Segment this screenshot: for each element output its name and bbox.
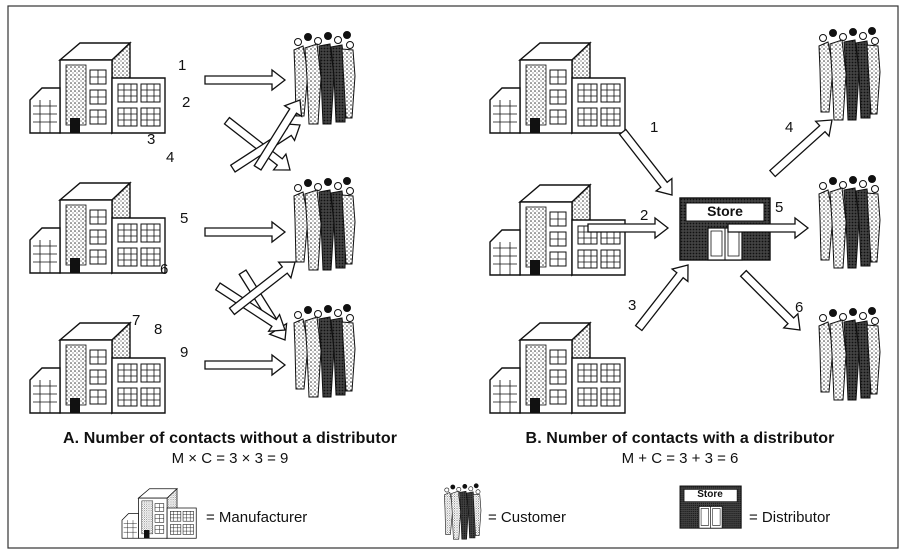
legend-store-sign: Store — [697, 489, 723, 500]
manufacturer-icon — [489, 42, 626, 134]
contact-number: 2 — [182, 94, 190, 111]
contact-number: 4 — [166, 149, 174, 166]
manufacturer-icon — [29, 322, 166, 414]
contact-number: 8 — [154, 321, 162, 338]
legend-manufacturer-label: = Manufacturer — [206, 509, 308, 526]
contact-number: 1 — [650, 119, 658, 136]
customer-icon — [293, 177, 356, 271]
contact-number: 2 — [640, 207, 648, 224]
contact-number: 7 — [132, 312, 140, 329]
store-sign: Store — [707, 203, 743, 219]
legend: Store — [121, 483, 742, 540]
legend-distributor-label: = Distributor — [749, 509, 831, 526]
contact-arrow — [765, 111, 840, 182]
customer-icon — [818, 27, 881, 121]
contact-number: 1 — [178, 57, 186, 74]
panel-b-title: B. Number of contacts with a distributor — [525, 430, 835, 447]
panel-b-formula: M + C = 3 + 3 = 6 — [621, 450, 739, 467]
legend-customer-label: = Customer — [488, 509, 566, 526]
manufacturer-icon — [489, 322, 626, 414]
contact-arrow — [204, 69, 286, 91]
contact-number: 4 — [785, 119, 793, 136]
figure-frame — [7, 5, 899, 549]
manufacturer-icon — [29, 42, 166, 134]
panel-b-diagram: Store 1 2 3 4 5 6 — [489, 27, 881, 414]
contact-number: 6 — [795, 299, 803, 316]
contact-number: 6 — [160, 261, 168, 278]
panel-b-caption: B. Number of contacts with a distributor… — [470, 430, 890, 467]
contact-arrow — [204, 354, 286, 376]
customer-icon — [293, 304, 356, 398]
contact-number: 3 — [147, 131, 155, 148]
panel-a-diagram: 1 2 3 4 5 6 7 8 9 — [29, 31, 356, 414]
contact-arrow — [204, 221, 286, 243]
customer-icon — [293, 31, 356, 125]
panel-a-caption: A. Number of contacts without a distribu… — [20, 430, 440, 467]
legend-customer-icon — [444, 483, 482, 540]
customer-icon — [818, 175, 881, 269]
contact-number: 3 — [628, 297, 636, 314]
customer-icon — [818, 307, 881, 401]
legend-manufacturer-icon — [121, 488, 197, 539]
panel-a-title: A. Number of contacts without a distribu… — [62, 430, 398, 447]
contact-number: 9 — [180, 344, 188, 361]
manufacturer-icon — [29, 182, 166, 274]
contact-number: 5 — [180, 210, 188, 227]
panel-a-formula: M × C = 3 × 3 = 9 — [171, 450, 289, 467]
contact-number: 5 — [775, 199, 783, 216]
contact-arrow — [630, 258, 697, 335]
contact-arrow — [614, 125, 681, 202]
